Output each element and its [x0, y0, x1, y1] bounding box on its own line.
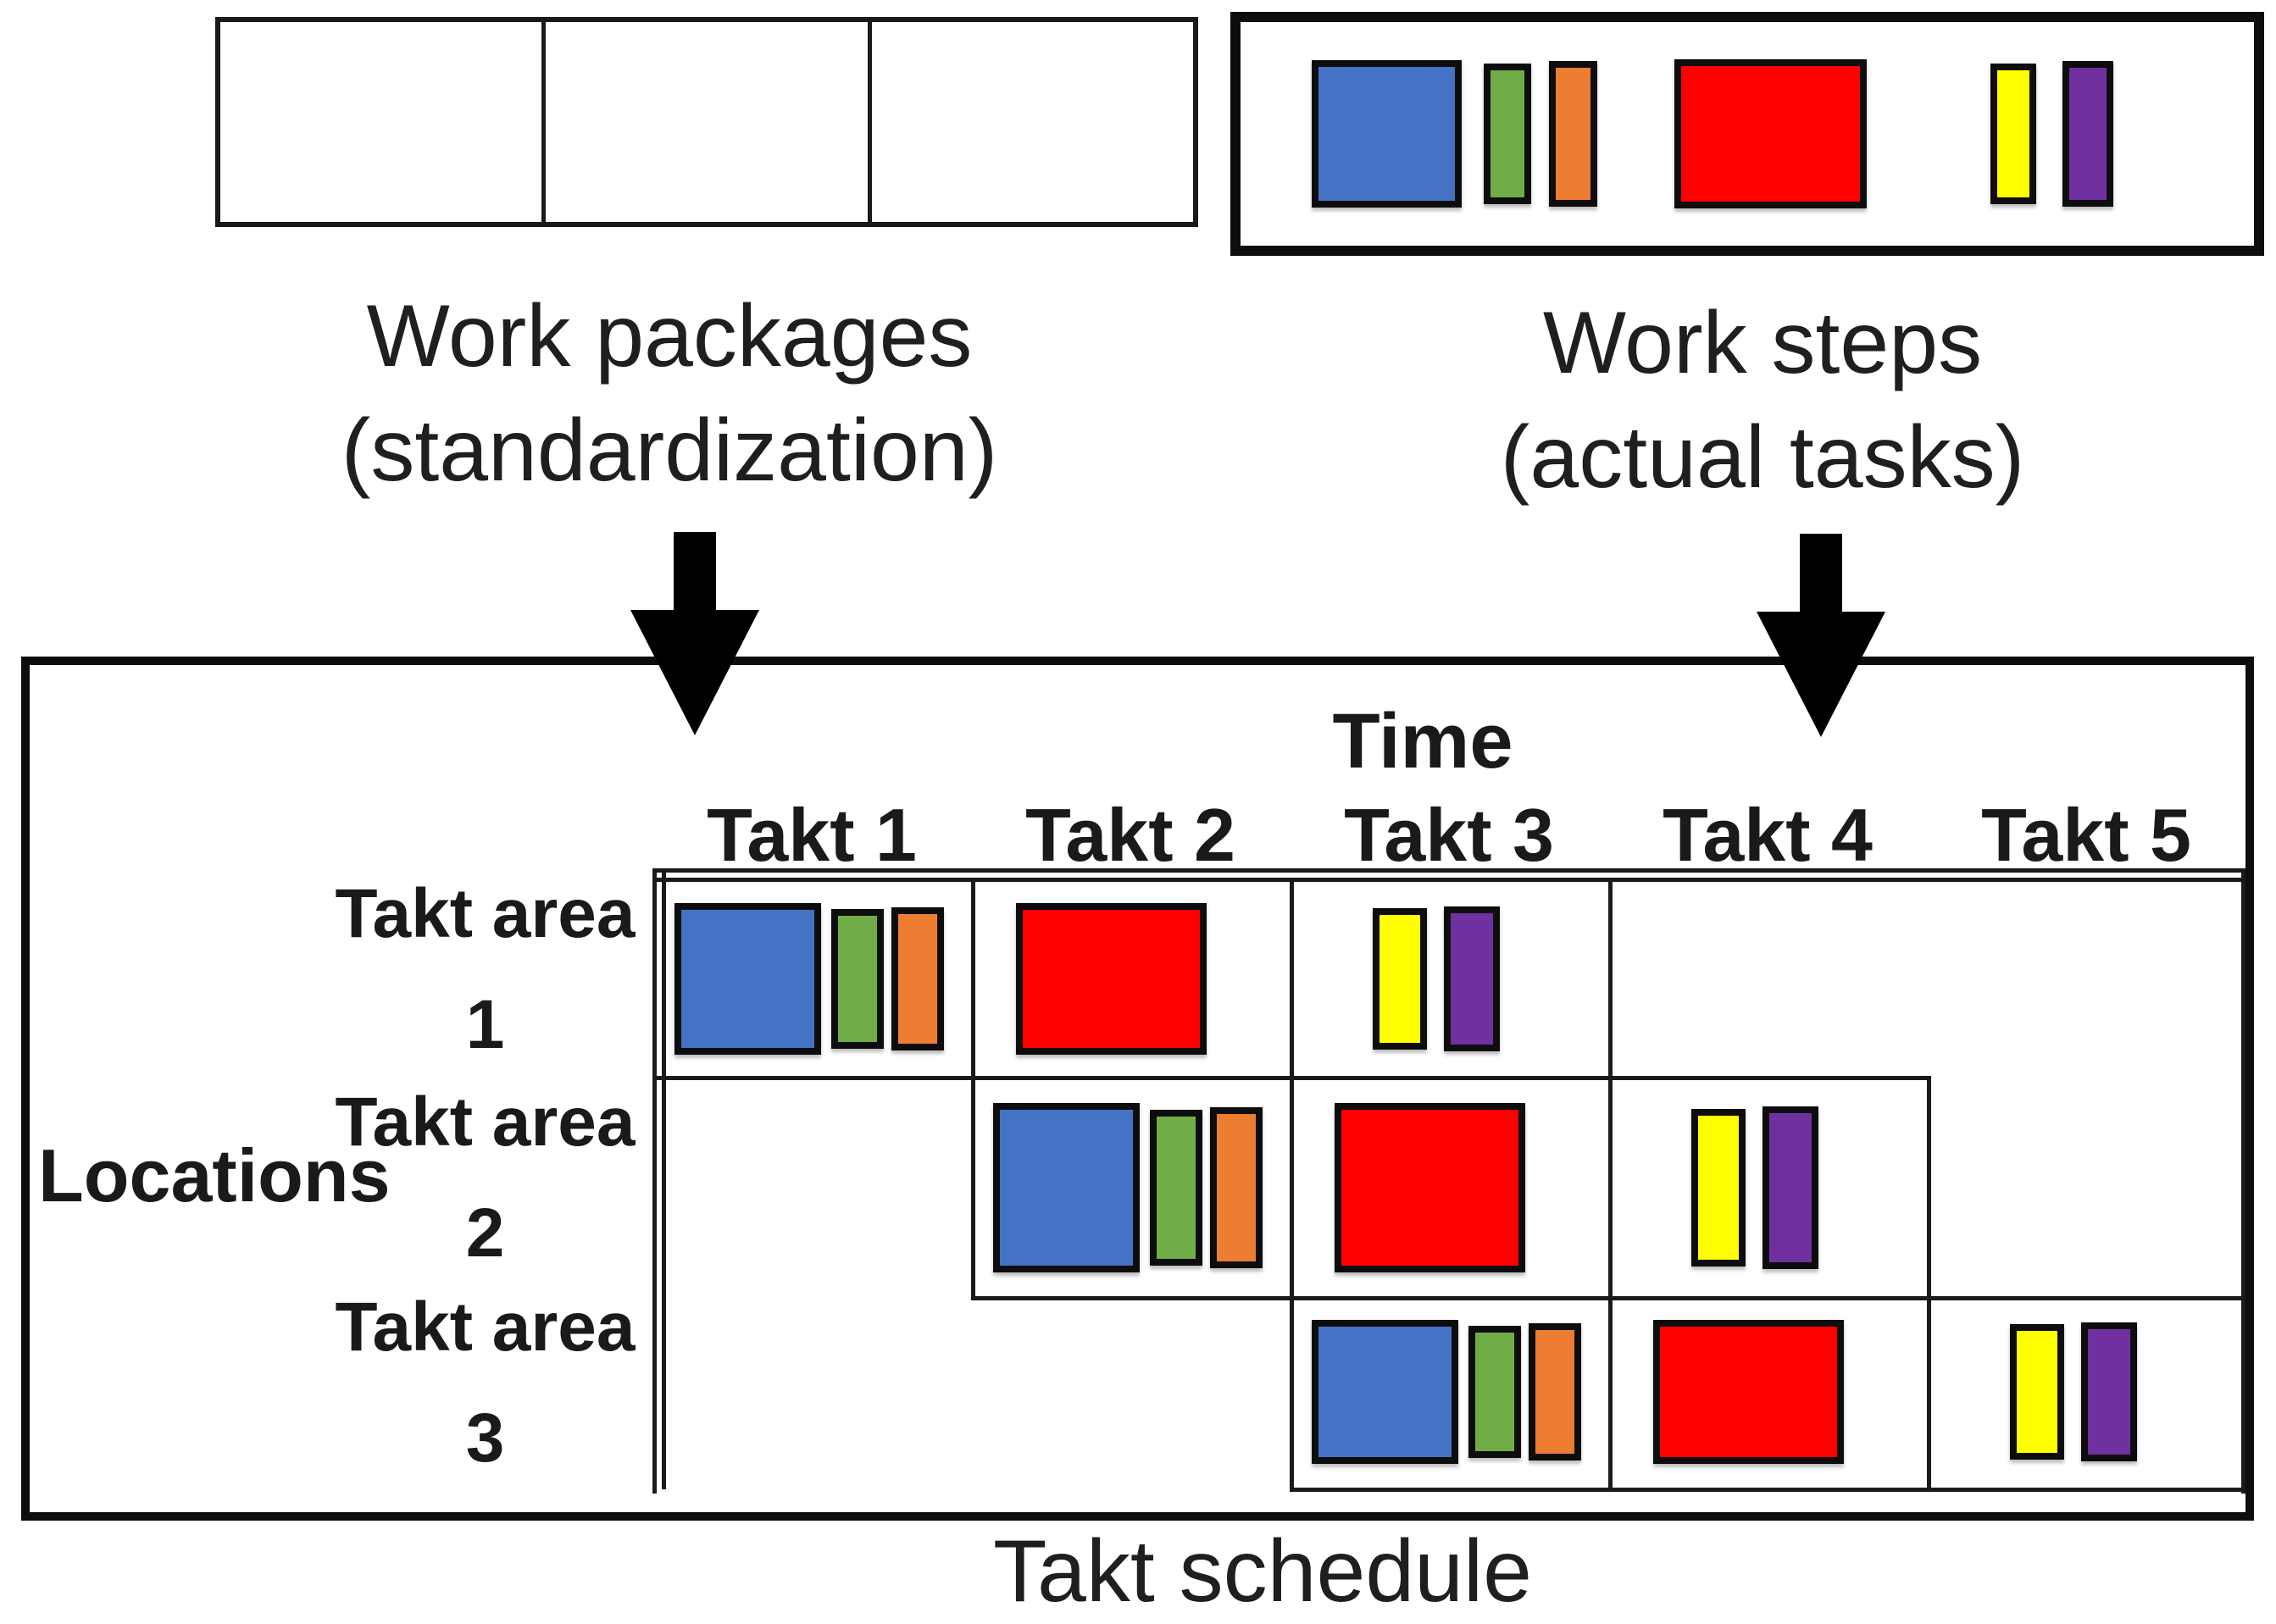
- green-work-step-bar: [830, 909, 884, 1049]
- grid-bottom-border: [1290, 1488, 2245, 1492]
- takt-4-5-divider: [1927, 1076, 1931, 1490]
- takt-area-label-1: Takt area 1: [322, 858, 648, 1080]
- work-steps-caption: Work steps (actual tasks): [1246, 286, 2276, 515]
- takt-schedule-box: Time Takt 1 Takt 2 Takt 3 Takt 4 Takt 5 Loca…: [21, 657, 2254, 1521]
- grid-left-border-outer: [652, 868, 657, 1494]
- work-steps-caption-line1: Work steps: [1542, 294, 1983, 392]
- time-axis-label: Time: [1332, 698, 1513, 784]
- arrow-head: [630, 610, 759, 735]
- orange-work-step-bar: [1209, 1107, 1263, 1268]
- takt-area-label-line2: 3: [465, 1400, 505, 1477]
- takt-column-headers: Takt 1 Takt 2 Takt 3 Takt 4 Takt 5: [652, 792, 2245, 879]
- down-arrow-icon-right: [1757, 534, 1885, 737]
- work-steps-box: [1230, 12, 2264, 256]
- locations-axis-label: Locations: [38, 1133, 391, 1217]
- takt-column-header-4: Takt 4: [1663, 793, 1873, 877]
- takt-2-3-divider: [1290, 882, 1294, 1490]
- green-work-step-bar: [1484, 63, 1532, 205]
- yellow-work-step-bar: [2009, 1324, 2064, 1460]
- schedule-cell-area3-takt3: [1290, 1300, 1608, 1484]
- blue-work-step-bar: [993, 1103, 1141, 1272]
- red-work-step-bar: [1674, 58, 1868, 209]
- schedule-cell-area1-takt3: [1290, 882, 1608, 1076]
- schedule-cell-area1-takt2: [971, 882, 1290, 1076]
- purple-work-step-bar: [1444, 906, 1501, 1052]
- takt-area-label-line1: Takt area: [335, 875, 636, 952]
- yellow-work-step-bar: [1990, 63, 2036, 205]
- purple-work-step-bar: [1763, 1106, 1819, 1269]
- schedule-cell-area3-takt5: [1927, 1300, 2245, 1484]
- takt-3-4-divider: [1608, 882, 1613, 1490]
- work-package-cell: [220, 22, 547, 222]
- schedule-cell-area3-takt4: [1608, 1300, 1927, 1484]
- schedule-cell-area2-takt2: [971, 1079, 1290, 1296]
- takt-schedule-grid: [652, 868, 2245, 1494]
- green-work-step-bar: [1149, 1109, 1202, 1266]
- grid-right-border: [2241, 868, 2245, 1494]
- schedule-cell-area1-takt1: [652, 882, 971, 1076]
- takt-area-label-line2: 1: [465, 986, 505, 1064]
- orange-work-step-bar: [891, 906, 944, 1051]
- orange-work-step-bar: [1548, 61, 1597, 207]
- blue-work-step-bar: [1311, 59, 1462, 208]
- work-package-cell: [546, 22, 872, 222]
- work-packages-caption-line2: (standardization): [341, 402, 998, 501]
- down-arrow-icon-left: [630, 532, 759, 735]
- takt-column-header-3: Takt 3: [1344, 793, 1554, 877]
- arrow-head: [1757, 612, 1885, 737]
- takt-area-label-3: Takt area 3: [322, 1272, 648, 1494]
- arrow-shaft: [674, 532, 716, 610]
- red-work-step-bar: [1015, 903, 1207, 1055]
- work-steps-caption-line2: (actual tasks): [1500, 408, 2025, 507]
- purple-work-step-bar: [2081, 1322, 2138, 1461]
- arrow-shaft: [1800, 534, 1842, 612]
- takt-1-2-divider: [971, 882, 975, 1299]
- red-work-step-bar: [1652, 1319, 1845, 1465]
- takt-area-label-line1: Takt area: [335, 1084, 636, 1161]
- yellow-work-step-bar: [1372, 907, 1427, 1050]
- takt-column-header-1: Takt 1: [707, 793, 917, 877]
- grid-top-border-outer: [652, 868, 2245, 873]
- takt-area-label-line1: Takt area: [335, 1289, 636, 1366]
- yellow-work-step-bar: [1690, 1108, 1746, 1267]
- takt-area-label-2: Takt area 2: [322, 1067, 648, 1289]
- takt-schedule-caption: Takt schedule: [993, 1522, 1532, 1621]
- takt-column-header-5: Takt 5: [1981, 793, 2191, 877]
- schedule-cell-area2-takt3: [1290, 1079, 1608, 1296]
- grid-left-border-inner: [662, 868, 666, 1489]
- work-packages-box: [215, 17, 1198, 227]
- blue-work-step-bar: [1312, 1319, 1459, 1465]
- purple-work-step-bar: [2062, 61, 2113, 207]
- work-package-cell: [872, 22, 1193, 222]
- takt-area-label-line2: 2: [465, 1194, 505, 1272]
- work-packages-caption-line1: Work packages: [366, 287, 973, 385]
- blue-work-step-bar: [674, 903, 822, 1055]
- grid-top-border-inner: [652, 878, 2245, 882]
- schedule-cell-area2-takt4: [1608, 1079, 1927, 1296]
- red-work-step-bar: [1334, 1103, 1526, 1272]
- green-work-step-bar: [1468, 1325, 1521, 1459]
- takt-column-header-2: Takt 2: [1025, 793, 1235, 877]
- orange-work-step-bar: [1528, 1323, 1581, 1460]
- work-packages-caption: Work packages (standardization): [153, 280, 1186, 508]
